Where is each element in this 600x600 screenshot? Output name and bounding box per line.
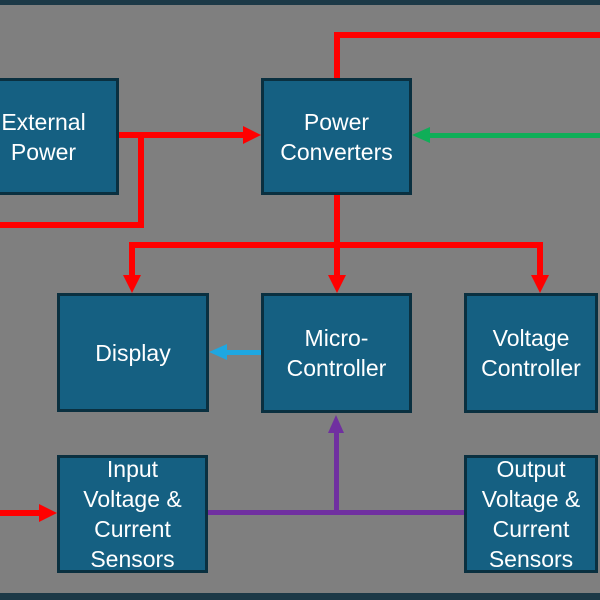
edge-offscreen-to-input-sensors-arrowhead: [39, 504, 57, 522]
node-power-converters-label: Power Converters: [280, 108, 393, 165]
edge-offscreen-to-converters-green-line: [430, 133, 600, 138]
node-external-power-label: External Power: [1, 108, 86, 165]
edge-sensors-to-micro-vertical-line: [334, 431, 339, 515]
edge-to-voltage-controller-arrowhead: [531, 275, 549, 293]
edge-converters-down-vertical-line: [334, 195, 340, 275]
edge-sensors-to-micro-arrowhead: [328, 415, 344, 433]
node-output-sensors-label: Output Voltage & Current Sensors: [481, 456, 581, 572]
node-input-voltage-current-sensors: Input Voltage & Current Sensors: [57, 455, 208, 573]
edge-to-display-vertical-line: [129, 245, 135, 275]
edge-converters-offscreen-right-line: [334, 32, 600, 38]
edge-offscreen-to-input-sensors-line: [0, 510, 41, 516]
node-external-power: External Power: [0, 78, 119, 195]
edge-external-to-converters-arrowhead: [243, 126, 261, 144]
edge-micro-to-display-arrowhead: [209, 344, 227, 360]
node-input-sensors-label: Input Voltage & Current Sensors: [83, 456, 182, 572]
edge-converters-top-vertical-line: [334, 35, 340, 81]
node-display-label: Display: [95, 339, 171, 366]
node-voltage-controller: Voltage Controller: [464, 293, 598, 413]
edge-to-voltage-controller-vertical-line: [537, 245, 543, 275]
edge-external-branch-vertical-line: [138, 135, 144, 228]
bottom-border-strip: [0, 593, 600, 600]
node-display: Display: [57, 293, 209, 412]
node-micro-controller-label: Micro- Controller: [286, 325, 387, 381]
top-border-strip: [0, 0, 600, 5]
edge-distribution-horizontal-line: [129, 242, 543, 248]
edge-to-display-arrowhead: [123, 275, 141, 293]
edge-external-branch-offscreen-left-line: [0, 222, 144, 228]
node-power-converters: Power Converters: [261, 78, 412, 195]
edge-offscreen-to-converters-green-arrowhead: [412, 127, 430, 143]
edge-to-micro-arrowhead: [328, 275, 346, 293]
edge-micro-to-display-line: [227, 350, 261, 355]
node-micro-controller: Micro- Controller: [261, 293, 412, 413]
node-output-voltage-current-sensors: Output Voltage & Current Sensors: [464, 455, 598, 573]
edge-external-to-converters-line: [119, 132, 245, 138]
node-voltage-controller-label: Voltage Controller: [481, 325, 581, 381]
